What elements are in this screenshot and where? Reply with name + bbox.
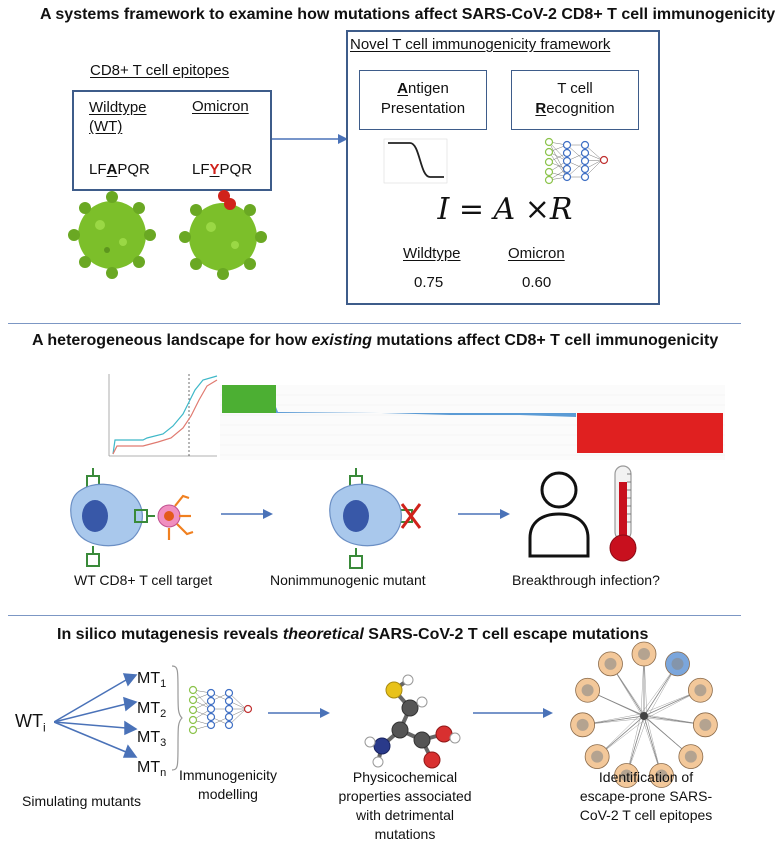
omicron-score-value: 0.60: [522, 274, 552, 291]
wt-header: Wildtype(WT): [89, 99, 147, 135]
target-cell-spikes: [167, 494, 194, 540]
tcell-recognition-box: [511, 70, 639, 130]
wt-i-label: WTi: [15, 711, 46, 735]
divider-2: [8, 615, 741, 616]
omicron-virus-icon: [179, 190, 267, 280]
wt-tcell-target-illustration: [70, 468, 194, 567]
section3-title: In silico mutagenesis reveals theoretica…: [57, 626, 649, 643]
molecule-icon: [364, 674, 461, 769]
arrow-wt-to-mutant: [221, 509, 273, 519]
virus-illustrations: [68, 190, 267, 280]
neural-network-icon: [544, 137, 609, 185]
mutant-list: MT1 MT2 MT3 MTn: [137, 667, 166, 786]
wildtype-score-value: 0.75: [414, 274, 444, 291]
omicron-sequence: LFYPQR: [192, 161, 253, 178]
wildtype-score-label: Wildtype: [403, 245, 461, 262]
mutant-item-1: MT1: [137, 670, 167, 691]
waterfall-green-bars: [222, 385, 276, 413]
epitope-box: [72, 90, 272, 191]
mutant-item-n: MTn: [137, 759, 167, 780]
mutant-item-3: MT3: [137, 729, 167, 750]
omicron-header: Omicron: [192, 98, 249, 115]
epitope-title: CD8+ T cell epitopes: [90, 62, 230, 79]
arrow-to-framework: [272, 134, 348, 144]
mutant-branching-arrows: [54, 665, 183, 771]
framework-box: [346, 30, 660, 305]
arrow-model-to-physchem: [268, 708, 330, 718]
label-wt-target: WT CD8+ T cell target: [74, 572, 213, 588]
grouping-bracket: [171, 665, 183, 771]
immunogenicity-equation: I = A ×R: [437, 192, 573, 227]
waterfall-blue-bars: [276, 407, 576, 417]
nonimmunogenic-mutant-illustration: [329, 468, 422, 569]
neural-network-icon-2: [188, 685, 253, 735]
cumulative-distribution-thumbnail: [108, 374, 218, 457]
label-nonimmunogenic-mutant: Nonimmunogenic mutant: [270, 572, 426, 588]
thermometer-icon: [609, 465, 637, 562]
person-icon: [528, 471, 590, 558]
label-breakthrough-infection: Breakthrough infection?: [512, 572, 660, 588]
waterfall-plot: [220, 385, 725, 460]
wt-sequence: LFAPQR: [89, 161, 150, 178]
antigen-presentation-box: [359, 70, 487, 130]
wildtype-virus-icon: [68, 191, 156, 279]
mutant-item-2: MT2: [137, 699, 167, 720]
arrow-physchem-to-network: [473, 708, 553, 718]
section1-title: A systems framework to examine how mutat…: [40, 6, 776, 23]
blocked-cross-icon: [400, 503, 422, 529]
tcell-nucleus-icon: [82, 500, 108, 532]
sigmoid-curve-icon: [383, 138, 448, 184]
omicron-score-label: Omicron: [508, 245, 565, 262]
framework-title: Novel T cell immunogenicity framework: [350, 36, 611, 53]
waterfall-red-bars: [577, 413, 723, 453]
section2-title: A heterogeneous landscape for how existi…: [32, 332, 719, 349]
caption-simulating-mutants: Simulating mutants: [22, 793, 142, 809]
divider-1: [8, 323, 741, 324]
arrow-mutant-to-infection: [458, 509, 510, 519]
epitope-network-graph: [570, 641, 718, 788]
